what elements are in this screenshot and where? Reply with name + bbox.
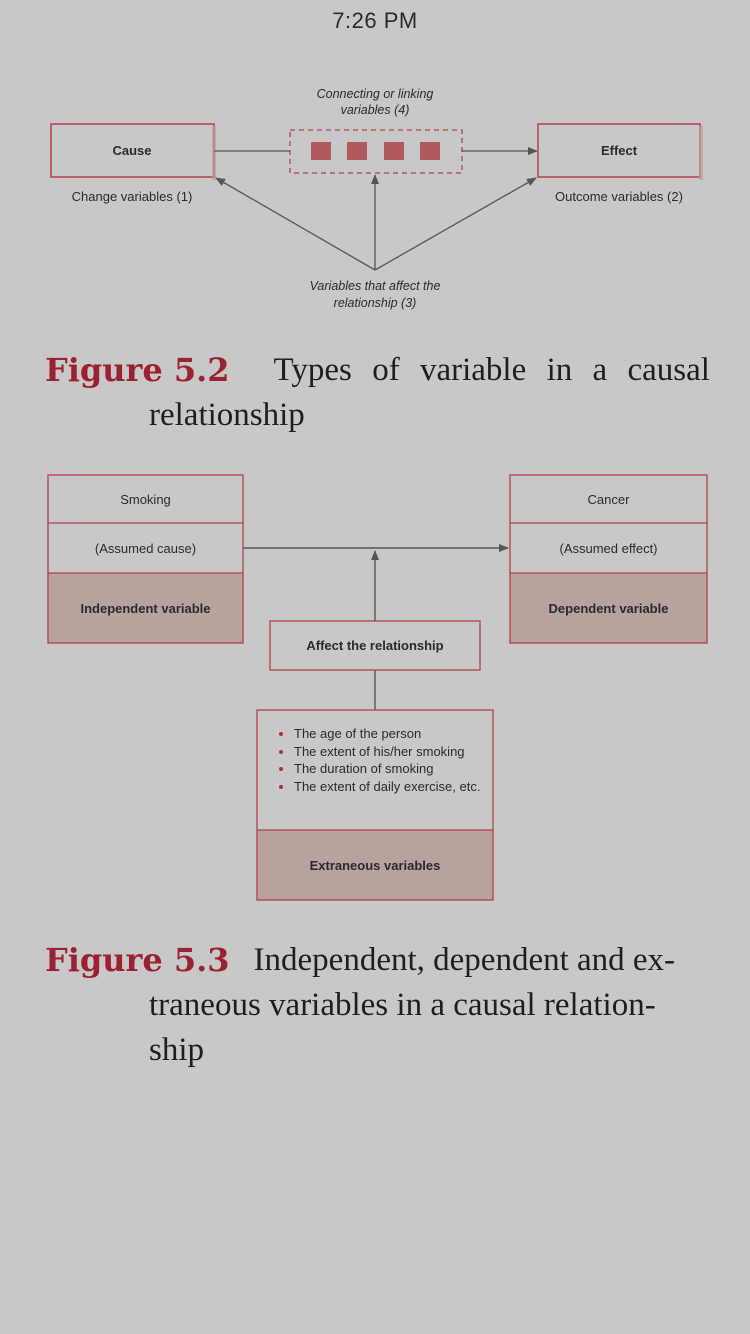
caption-title-line2: relationship [149, 397, 305, 433]
list-item: The extent of daily exercise, etc. [279, 778, 508, 796]
caption-word: Types [273, 352, 352, 388]
outcome-variables-label: Outcome variables (2) [555, 189, 683, 204]
caption-title-line1: Independent, dependent and ex- [253, 942, 676, 978]
smoking-box [47, 474, 244, 644]
linking-variable-square [347, 142, 367, 160]
independent-variable-fill [48, 573, 243, 643]
caption-word: causal [627, 352, 710, 388]
cancer-box [509, 474, 708, 644]
cancer-label: Cancer [588, 492, 631, 507]
caption-word: of [372, 352, 400, 388]
figure-5-2-caption: Figure 5.2 Types of variable in a causal… [45, 348, 710, 438]
effect-label: Effect [601, 143, 638, 158]
list-item: The age of the person [279, 725, 508, 743]
linking-variable-square [384, 142, 404, 160]
dependent-variable-fill [510, 573, 707, 643]
change-variables-label: Change variables (1) [72, 189, 193, 204]
assumed-effect-label: (Assumed effect) [559, 541, 657, 556]
extraneous-variables-fill [257, 830, 493, 900]
connecting-variables-label-line2: variables (4) [341, 103, 410, 117]
affect-relationship-label: Affect the relationship [306, 638, 443, 653]
caption-word: in [546, 352, 573, 388]
connecting-variables-label-line1: Connecting or linking [317, 87, 434, 101]
extraneous-variables-label: Extraneous variables [310, 858, 441, 873]
affect-to-cause-arrow [215, 177, 376, 271]
caption-title-words: Types of variable in a causal [274, 348, 710, 393]
caption-title-line3: ship [149, 1032, 205, 1068]
figure-number: Figure 5.2 [45, 351, 230, 389]
dependent-variable-label: Dependent variable [549, 601, 669, 616]
status-bar-time: 7:26 PM [332, 8, 418, 33]
caption-word: variable [419, 352, 527, 388]
affect-variables-label-line2: relationship (3) [334, 296, 417, 310]
figure-number: Figure 5.3 [45, 941, 230, 979]
caption-word: a [592, 352, 608, 388]
affect-variables-label-line1: Variables that affect the [310, 279, 441, 293]
cause-label: Cause [112, 143, 151, 158]
independent-variable-label: Independent variable [80, 601, 210, 616]
list-item: The extent of his/her smoking [279, 743, 508, 761]
extraneous-variables-list: The age of the person The extent of his/… [274, 725, 508, 795]
figure-5-3-caption: Figure 5.3 Independent, dependent and ex… [45, 938, 710, 1073]
affect-to-effect-arrow [374, 177, 537, 271]
assumed-cause-label: (Assumed cause) [95, 541, 196, 556]
linking-variable-square [420, 142, 440, 160]
linking-variable-square [311, 142, 331, 160]
extraneous-box [256, 709, 494, 901]
caption-title-line2: traneous variables in a causal relation- [149, 987, 656, 1023]
smoking-label: Smoking [120, 492, 171, 507]
figure-5-2-diagram: Cause Effect Connecting or linking varia… [50, 87, 703, 310]
figure-5-3-diagram: Smoking (Assumed cause) Independent vari… [47, 474, 708, 901]
list-item: The duration of smoking [279, 760, 508, 778]
